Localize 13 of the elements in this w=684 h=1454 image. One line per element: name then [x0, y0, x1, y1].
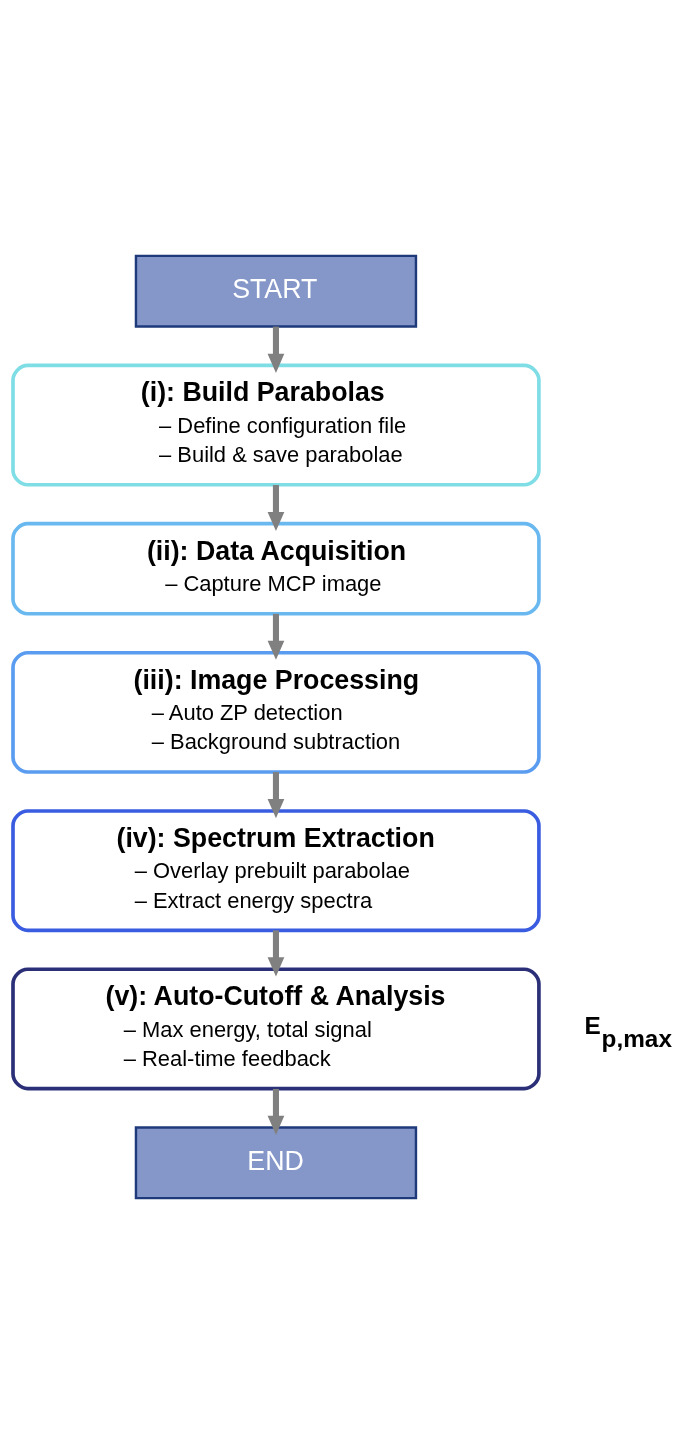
node-box: START	[134, 254, 418, 328]
arrow	[267, 1088, 285, 1135]
arrow	[267, 772, 285, 819]
arrow	[267, 930, 285, 977]
node-box: (ii): Data Acquisition – Capture MCP image	[11, 521, 541, 616]
node-box: (iii): Image Processing – Auto ZP detection – Background subtraction	[11, 650, 541, 774]
node-box: (i): Build Parabolas – Define configuration file – Build & save parabolae	[11, 363, 541, 487]
node-box: (iv): Spectrum Extraction – Overlay prebuilt parabolae – Extract energy spectra	[11, 809, 541, 933]
arrow	[267, 484, 285, 532]
node-box: END	[134, 1126, 418, 1200]
arrow	[267, 326, 285, 373]
node-box: (v): Auto-Cutoff & Analysis – Max energy, total signal – Real-time feedback	[11, 967, 541, 1091]
arrow	[267, 613, 285, 660]
